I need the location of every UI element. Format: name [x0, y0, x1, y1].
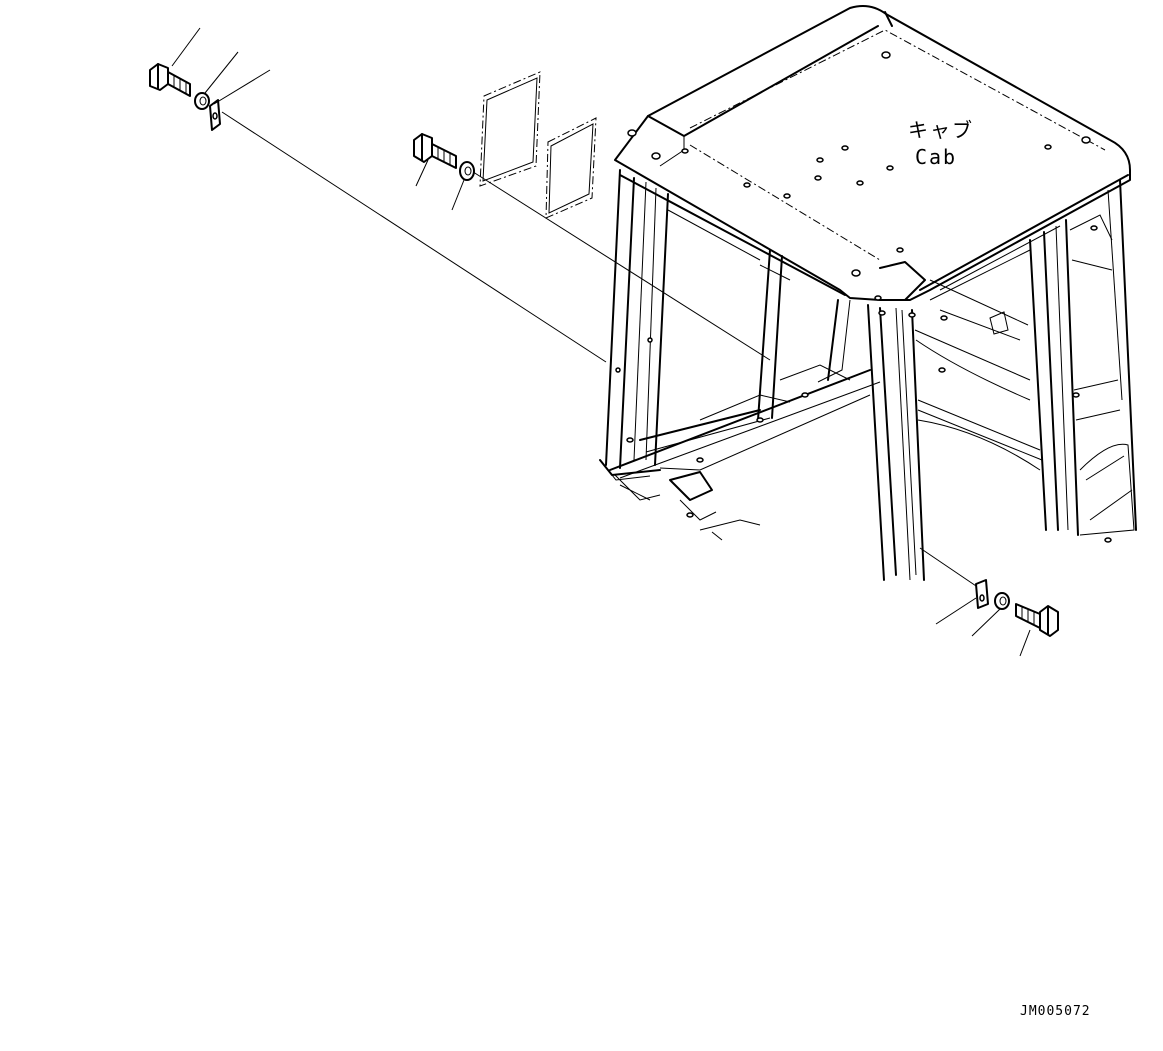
washer-lower-right: [994, 592, 1010, 610]
cab-label-english: Cab: [914, 145, 958, 169]
cab-side-frames: [609, 199, 1135, 543]
bolt-middle: [413, 133, 457, 169]
washer-middle: [459, 161, 475, 181]
cab-pillar-front-right: [867, 304, 925, 581]
callout-lines-upper-left: [171, 27, 271, 105]
cab-roof: [614, 5, 1131, 301]
cab-floor-details: [614, 364, 851, 541]
cab-pillar-rear-left: [757, 249, 851, 421]
cab-label-japanese: キャブ: [908, 118, 974, 142]
clip-lower-right: [975, 579, 989, 609]
bolt-upper-left: [149, 63, 191, 97]
glass-panel-2: [545, 117, 597, 219]
callout-lines-middle: [415, 159, 465, 211]
washer-upper-left: [194, 92, 210, 110]
cab-pillar-front-left: [599, 169, 669, 481]
cab-pillar-rear-right: [1029, 179, 1137, 536]
drawing-code: JM005072: [1020, 1004, 1091, 1019]
bolt-lower-right: [1015, 603, 1059, 637]
callout-lines-lower-right: [935, 597, 1031, 657]
roof-bolt-holes: [627, 51, 1091, 301]
exploded-leader-lines: [221, 111, 983, 591]
clip-upper-left: [209, 99, 221, 131]
glass-panel-1: [479, 71, 541, 187]
